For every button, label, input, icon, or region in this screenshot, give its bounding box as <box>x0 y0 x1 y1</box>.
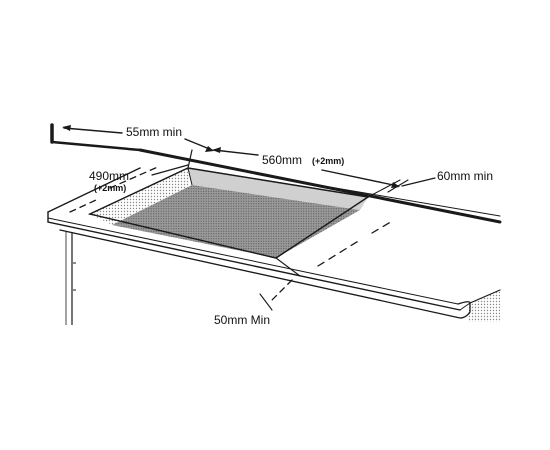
cutout-floor <box>112 185 360 258</box>
label-front-clearance: 50mm Min <box>214 313 270 327</box>
label-side-clearance: 60mm min <box>437 169 493 183</box>
label-depth: 490mm <box>89 169 129 183</box>
label-width-tolerance: (+2mm) <box>312 156 344 166</box>
label-rear-clearance: 55mm min <box>126 125 182 139</box>
cutout-left-wall <box>90 168 190 225</box>
dimension-lines <box>62 125 436 311</box>
cabinet-front <box>65 232 76 325</box>
worktop-edges <box>47 167 501 319</box>
cutout-back-wall <box>188 168 368 210</box>
cabinet-side-panel <box>468 290 500 322</box>
label-width: 560mm <box>262 153 302 167</box>
label-depth-tolerance: (+2mm) <box>94 183 126 193</box>
wall-line <box>50 123 502 224</box>
